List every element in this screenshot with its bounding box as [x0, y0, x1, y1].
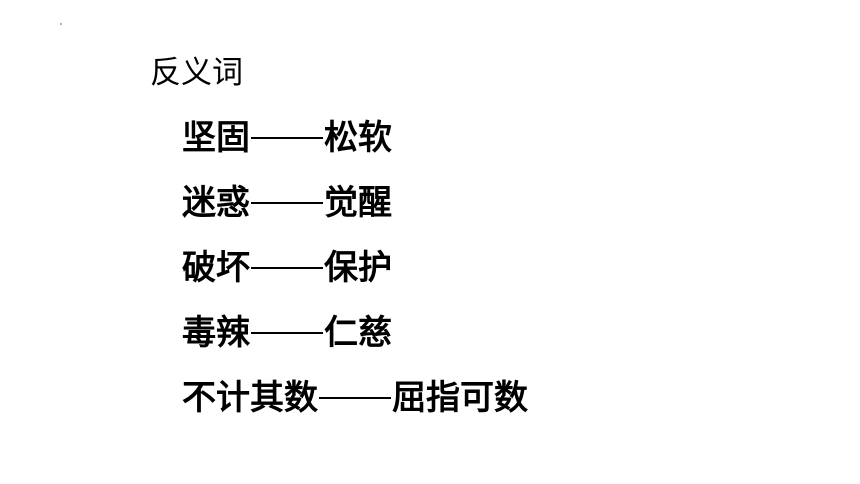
dash-separator — [319, 396, 391, 399]
antonym: 觉醒 — [324, 183, 392, 223]
antonym: 保护 — [324, 248, 392, 288]
antonym-pair: 不计其数 屈指可数 — [182, 378, 528, 443]
antonym-pair: 迷惑 觉醒 — [182, 183, 528, 248]
corner-dot — [60, 23, 62, 25]
antonym-list: 坚固 松软 迷惑 觉醒 破坏 保护 毒辣 仁慈 不计其数 屈指可数 — [182, 118, 528, 443]
antonym: 仁慈 — [324, 313, 392, 353]
dash-separator — [251, 136, 323, 139]
dash-separator — [251, 201, 323, 204]
word: 坚固 — [182, 118, 250, 158]
word: 毒辣 — [182, 313, 250, 353]
dash-separator — [251, 331, 323, 334]
word: 不计其数 — [182, 378, 318, 418]
antonym-pair: 毒辣 仁慈 — [182, 313, 528, 378]
antonym: 屈指可数 — [392, 378, 528, 418]
antonym: 松软 — [324, 118, 392, 158]
word: 破坏 — [182, 248, 250, 288]
slide-heading: 反义词 — [150, 55, 243, 91]
antonym-pair: 破坏 保护 — [182, 248, 528, 313]
dash-separator — [251, 266, 323, 269]
antonym-pair: 坚固 松软 — [182, 118, 528, 183]
word: 迷惑 — [182, 183, 250, 223]
